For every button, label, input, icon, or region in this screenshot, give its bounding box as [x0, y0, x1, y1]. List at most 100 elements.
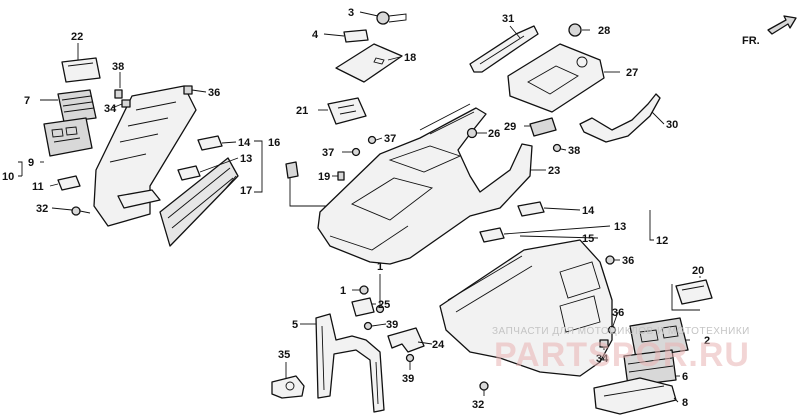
callout-28: 28	[598, 25, 610, 37]
callout-labels: 22 7 9 10 11 32 38 34 36 14 16 13 17 3 4…	[2, 7, 710, 411]
part-2-switch-panel-right	[629, 317, 689, 359]
part-39-clip-b	[405, 353, 415, 363]
callout-29: 29	[504, 121, 516, 133]
callout-36-right: 36	[622, 255, 634, 267]
watermark-text: ЗАПЧАСТИ ДЛЯ МОТОЦИКЛОВ И МОТОТЕХНИКИ	[492, 326, 750, 337]
part-32-screw-lower	[479, 381, 489, 391]
part-27-rear-tray	[507, 43, 605, 113]
part-20-small-lid	[675, 279, 713, 305]
part-34-clip-top-left	[121, 99, 131, 108]
callout-1-b: 1	[377, 261, 383, 273]
callout-31: 31	[502, 13, 514, 25]
part-36-clip-top	[183, 85, 193, 95]
callout-27: 27	[626, 67, 638, 79]
callout-38-top: 38	[112, 61, 124, 73]
part-14-pad-left	[197, 135, 223, 151]
part-21-hinge-bracket	[327, 97, 367, 125]
callout-35: 35	[278, 349, 290, 361]
callout-13-left: 13	[240, 153, 252, 165]
callout-14-right: 14	[582, 205, 595, 217]
part-38-clip-right	[552, 143, 562, 153]
callout-23: 23	[548, 165, 560, 177]
part-11-clip	[57, 175, 81, 191]
front-direction-indicator: FR.	[742, 15, 797, 47]
callout-37-a: 37	[384, 133, 396, 145]
part-24-bracket	[387, 327, 425, 353]
part-29-small-cover	[529, 117, 557, 137]
part-7-air-vent	[57, 89, 97, 123]
callout-34-top: 34	[104, 103, 117, 115]
leader-lines	[18, 11, 701, 403]
part-23-center-console	[317, 103, 533, 265]
part-37-clip-a	[367, 135, 377, 145]
callout-18: 18	[404, 52, 416, 64]
callout-11: 11	[32, 181, 44, 193]
callout-32-lower: 32	[472, 399, 484, 411]
part-5-support-bracket	[315, 313, 385, 413]
part-4-latch	[343, 29, 369, 43]
part-28-knob	[568, 23, 582, 37]
callout-34-lower-right: 34	[596, 353, 609, 365]
callout-22: 22	[71, 31, 83, 43]
part-35-fitting	[271, 375, 305, 399]
callout-3: 3	[348, 7, 354, 19]
callout-16: 16	[268, 137, 280, 149]
part-3-lock-cylinder	[376, 11, 407, 25]
part-13-pad-left	[177, 165, 201, 181]
part-36-clip-right	[605, 255, 615, 265]
callout-38-right: 38	[568, 145, 580, 157]
callout-10: 10	[2, 171, 14, 183]
callout-15: 15	[582, 233, 594, 245]
part-37-clip-b	[351, 147, 361, 157]
part-17-carpet-panel	[159, 157, 239, 247]
part-39-clip-a	[363, 321, 373, 331]
part-22-panel	[61, 57, 101, 83]
callout-39-a: 39	[386, 319, 398, 331]
part-14-pad-right	[517, 201, 545, 217]
watermark: ЗАПЧАСТИ ДЛЯ МОТОЦИКЛОВ И МОТОТЕХНИКИ PA…	[492, 326, 750, 374]
part-25-bracket	[351, 297, 375, 317]
callout-21: 21	[296, 105, 308, 117]
part-36-clip-lower-right	[607, 325, 617, 335]
callout-30: 30	[666, 119, 678, 131]
part-26-grommet	[466, 127, 478, 139]
callout-7: 7	[24, 95, 30, 107]
callout-12: 12	[656, 235, 668, 247]
callout-5: 5	[292, 319, 298, 331]
callout-37-b: 37	[322, 147, 334, 159]
callout-20: 20	[692, 265, 704, 277]
callout-6: 6	[682, 371, 688, 383]
part-36-clip-mid	[285, 161, 299, 179]
part-1-clip-a	[359, 285, 369, 295]
part-19-clip	[337, 171, 345, 181]
part-31-rail	[469, 25, 539, 73]
callout-14-left: 14	[238, 137, 251, 149]
callout-9: 9	[28, 157, 34, 169]
watermark-logo: PARTSPOR.RU	[494, 336, 750, 374]
callout-24: 24	[432, 339, 445, 351]
part-38-clip-top-left	[114, 89, 123, 99]
callout-19: 19	[318, 171, 330, 183]
part-12-right-side-cover	[439, 239, 613, 377]
front-direction-label: FR.	[742, 35, 760, 47]
callout-8: 8	[682, 397, 688, 409]
callout-36-top: 36	[208, 87, 220, 99]
part-13-pad-right	[479, 227, 505, 243]
part-18-console-lid	[335, 43, 403, 83]
part-9-switch-panel	[43, 117, 93, 157]
part-8-lower-trim	[593, 377, 677, 415]
callout-2: 2	[704, 335, 710, 347]
callout-17: 17	[240, 185, 252, 197]
part-32-screw-left	[71, 206, 91, 216]
callout-13-right: 13	[614, 221, 626, 233]
part-30-curved-bracket	[579, 93, 661, 143]
callout-26: 26	[488, 128, 500, 140]
callout-1-a: 1	[340, 285, 346, 297]
callout-36-lower-right: 36	[612, 307, 624, 319]
callout-39-b: 39	[402, 373, 414, 385]
callout-25: 25	[378, 299, 390, 311]
part-6-air-vent-right	[623, 349, 677, 387]
callout-4: 4	[312, 29, 319, 41]
